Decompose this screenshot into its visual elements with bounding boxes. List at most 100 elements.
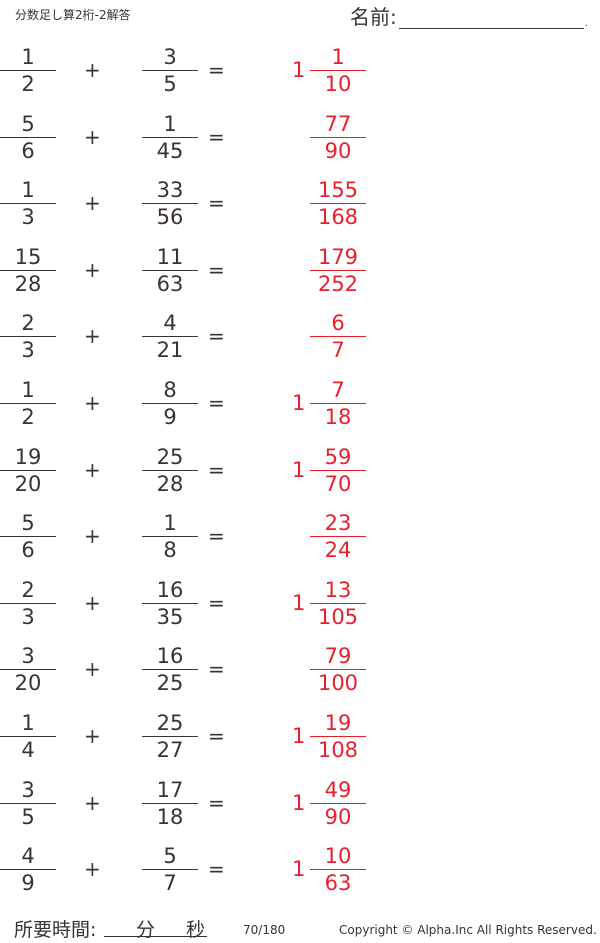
equals-sign: =	[208, 590, 225, 615]
answer-denominator: 168	[317, 205, 359, 230]
fraction-bar	[142, 70, 198, 71]
answer-numerator: 19	[324, 711, 352, 735]
numerator: 5	[21, 511, 35, 536]
answer-denominator: 90	[324, 138, 352, 163]
plus-sign: +	[84, 391, 101, 415]
fraction-bar	[310, 802, 366, 804]
numerator: 16	[156, 577, 184, 602]
fraction-bar	[142, 802, 198, 804]
denominator: 25	[156, 671, 184, 696]
denominator: 6	[21, 138, 35, 163]
worksheet-title: 分数足し算2桁-2解答	[15, 8, 131, 22]
numerator: 25	[156, 711, 184, 735]
denominator: 28	[14, 271, 42, 296]
numerator: 1	[163, 511, 177, 536]
fraction-bar	[142, 469, 198, 471]
answer-denominator: 10	[324, 72, 352, 96]
fraction-bar	[142, 203, 198, 205]
fraction-bar	[310, 269, 366, 271]
plus-sign: +	[84, 257, 101, 282]
fraction-bar	[310, 136, 366, 138]
denominator: 20	[14, 671, 42, 696]
fraction-bar	[0, 203, 56, 205]
numerator: 1	[163, 111, 177, 136]
answer-numerator: 13	[324, 577, 352, 602]
denominator: 21	[156, 338, 184, 363]
numerator: 16	[156, 644, 184, 669]
denominator: 6	[21, 538, 35, 563]
answer-numerator: 77	[324, 111, 352, 136]
denominator: 4	[21, 738, 35, 762]
fraction-bar	[310, 669, 366, 671]
fraction-bar	[142, 336, 198, 338]
answer-denominator: 100	[317, 671, 359, 696]
denominator: 2	[21, 72, 35, 96]
answer-numerator: 49	[324, 777, 352, 802]
numerator: 1	[21, 45, 35, 69]
numerator: 1	[21, 711, 35, 735]
name-field: 名前: .	[350, 5, 588, 29]
equals-sign: =	[208, 324, 225, 349]
plus-sign: +	[84, 724, 101, 748]
fraction-bar	[0, 669, 56, 671]
denominator: 3	[21, 604, 35, 629]
plus-sign: +	[84, 590, 101, 615]
numerator: 2	[21, 311, 35, 336]
denominator: 9	[163, 405, 177, 429]
equals-sign: =	[208, 457, 225, 482]
fraction-bar	[0, 70, 56, 71]
denominator: 28	[156, 471, 184, 496]
copyright-notice: Copyright © Alpha.Inc All Rights Reserve…	[339, 923, 597, 937]
fraction-bar	[0, 736, 56, 737]
numerator: 3	[163, 45, 177, 69]
numerator: 1	[21, 178, 35, 203]
denominator: 5	[163, 72, 177, 96]
answer-numerator: 79	[324, 644, 352, 669]
denominator: 2	[21, 405, 35, 429]
answer-numerator: 6	[331, 311, 345, 336]
fraction-bar	[142, 602, 198, 604]
minutes-unit: 分	[136, 919, 156, 941]
denominator: 8	[163, 538, 177, 563]
fraction-bar	[310, 336, 366, 338]
fraction-bar	[310, 869, 366, 871]
fraction-bar	[310, 602, 366, 604]
footer: 所要時間: 分 秒 70/180 Copyright © Alpha.Inc A…	[0, 912, 600, 942]
fraction-bar	[0, 136, 56, 138]
denominator: 35	[156, 604, 184, 629]
numerator: 3	[21, 777, 35, 802]
equals-sign: =	[208, 191, 225, 216]
name-blank-line[interactable]	[398, 8, 584, 29]
fraction-bar	[142, 136, 198, 138]
denominator: 7	[163, 871, 177, 896]
answer-numerator: 10	[324, 844, 352, 869]
time-blank-line[interactable]	[104, 914, 207, 937]
denominator: 56	[156, 205, 184, 230]
fraction-bar	[0, 802, 56, 804]
plus-sign: +	[84, 324, 101, 349]
numerator: 3	[21, 644, 35, 669]
fraction-bar	[142, 736, 198, 737]
answer-denominator: 108	[317, 738, 359, 762]
answer-whole-number: 1	[292, 58, 306, 82]
fraction-bar	[0, 869, 56, 871]
equals-sign: =	[208, 124, 225, 149]
answer-numerator: 179	[317, 244, 359, 269]
answer-whole-number: 1	[292, 457, 306, 482]
denominator: 18	[156, 804, 184, 829]
fraction-bar	[142, 869, 198, 871]
fraction-bar	[310, 203, 366, 205]
name-end-mark: .	[584, 18, 588, 29]
answer-denominator: 105	[317, 604, 359, 629]
fraction-bar	[310, 536, 366, 538]
numerator: 19	[14, 444, 42, 469]
denominator: 3	[21, 205, 35, 230]
plus-sign: +	[84, 524, 101, 549]
numerator: 17	[156, 777, 184, 802]
plus-sign: +	[84, 657, 101, 682]
plus-sign: +	[84, 457, 101, 482]
denominator: 9	[21, 871, 35, 896]
answer-denominator: 252	[317, 271, 359, 296]
fraction-bar	[142, 403, 198, 404]
numerator: 5	[163, 844, 177, 869]
